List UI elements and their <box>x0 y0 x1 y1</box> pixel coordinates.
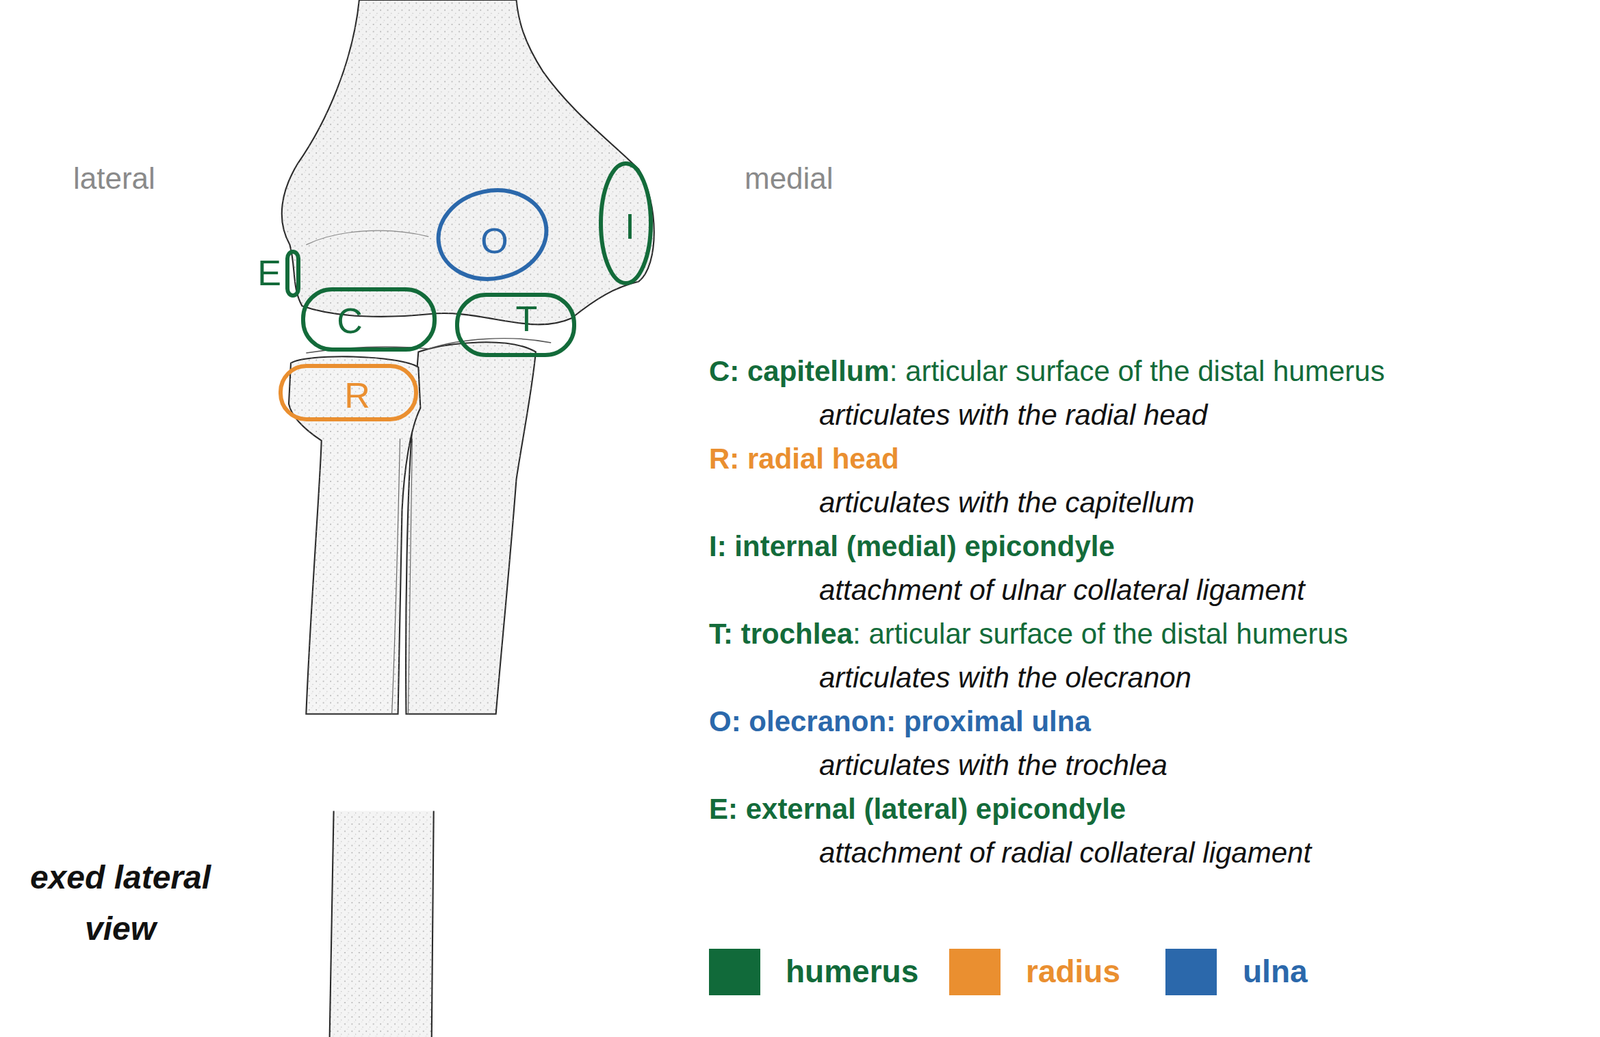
outline-ellipse <box>429 180 555 289</box>
outline-rounded <box>287 251 299 296</box>
outline-shape <box>301 287 437 352</box>
radius-texture <box>288 356 421 714</box>
glossary-note: articulates with the radial head <box>819 398 1208 433</box>
glossary-note: articulates with the capitellum <box>819 485 1195 521</box>
anatomy-outline: C <box>301 287 437 352</box>
glossary-term: R: radial head <box>708 442 900 477</box>
shaft-line <box>392 438 401 715</box>
condyle-line <box>305 230 429 245</box>
part-letter: C <box>336 301 363 341</box>
anatomy-outline: T <box>455 292 577 358</box>
radius-shape <box>288 356 421 714</box>
part-letter: I <box>624 207 635 247</box>
anatomy-outline: O <box>435 188 549 281</box>
glossary-term: E: external (lateral) epicondyle <box>708 792 1126 827</box>
legend-text: ulna <box>1242 953 1308 991</box>
shaft-line <box>407 438 412 715</box>
outline-shape <box>455 292 577 358</box>
lower-shaft <box>329 810 434 1037</box>
outline-rounded <box>280 366 417 420</box>
glossary-definition: : articular surface of the distal humeru… <box>852 617 1349 652</box>
outline-shape <box>285 249 301 298</box>
lower-shaft-edge <box>431 810 434 1037</box>
ulna-texture <box>405 342 536 714</box>
legend-swatch <box>1165 949 1217 996</box>
legend-text: radius <box>1025 953 1121 991</box>
outline-rounded <box>457 294 575 356</box>
outline-ellipse <box>600 163 651 284</box>
glossary-note: articulates with the olecranon <box>819 661 1192 696</box>
humerus-texture <box>281 0 655 325</box>
bone-drawing <box>281 0 655 1037</box>
view-caption: exed lateral view <box>4 852 237 955</box>
glossary-term: O: olecranon: proximal ulna <box>708 704 1091 740</box>
ulna-shape <box>405 342 536 714</box>
glossary-term: T: trochlea <box>708 617 853 652</box>
glossary-note: attachment of ulnar collateral ligament <box>819 573 1306 608</box>
glossary-definition: : articular surface of the distal humeru… <box>889 354 1386 389</box>
glossary-note: attachment of radial collateral ligament <box>819 836 1312 871</box>
part-letter: E <box>257 253 282 293</box>
side-label: lateral <box>73 160 156 198</box>
part-letter: R <box>344 376 371 416</box>
part-letter: T <box>515 299 538 339</box>
glossary-term: C: capitellum <box>708 354 890 389</box>
legend-swatch <box>708 949 761 996</box>
side-label: medial <box>744 160 834 198</box>
anatomy-outline: I <box>598 161 653 286</box>
anatomy-outline: E <box>285 249 301 298</box>
part-letter: O <box>480 221 508 261</box>
humerus-shape <box>281 0 655 325</box>
glossary-note: articulates with the trochlea <box>819 748 1168 783</box>
legend-swatch <box>949 949 1001 996</box>
lower-shaft-edge <box>329 810 334 1037</box>
lower-shaft-texture <box>329 810 434 1037</box>
glossary-term: I: internal (medial) epicondyle <box>708 529 1115 564</box>
anatomy-outline: R <box>278 364 419 422</box>
legend-text: humerus <box>785 953 919 991</box>
outline-rounded <box>303 289 435 350</box>
